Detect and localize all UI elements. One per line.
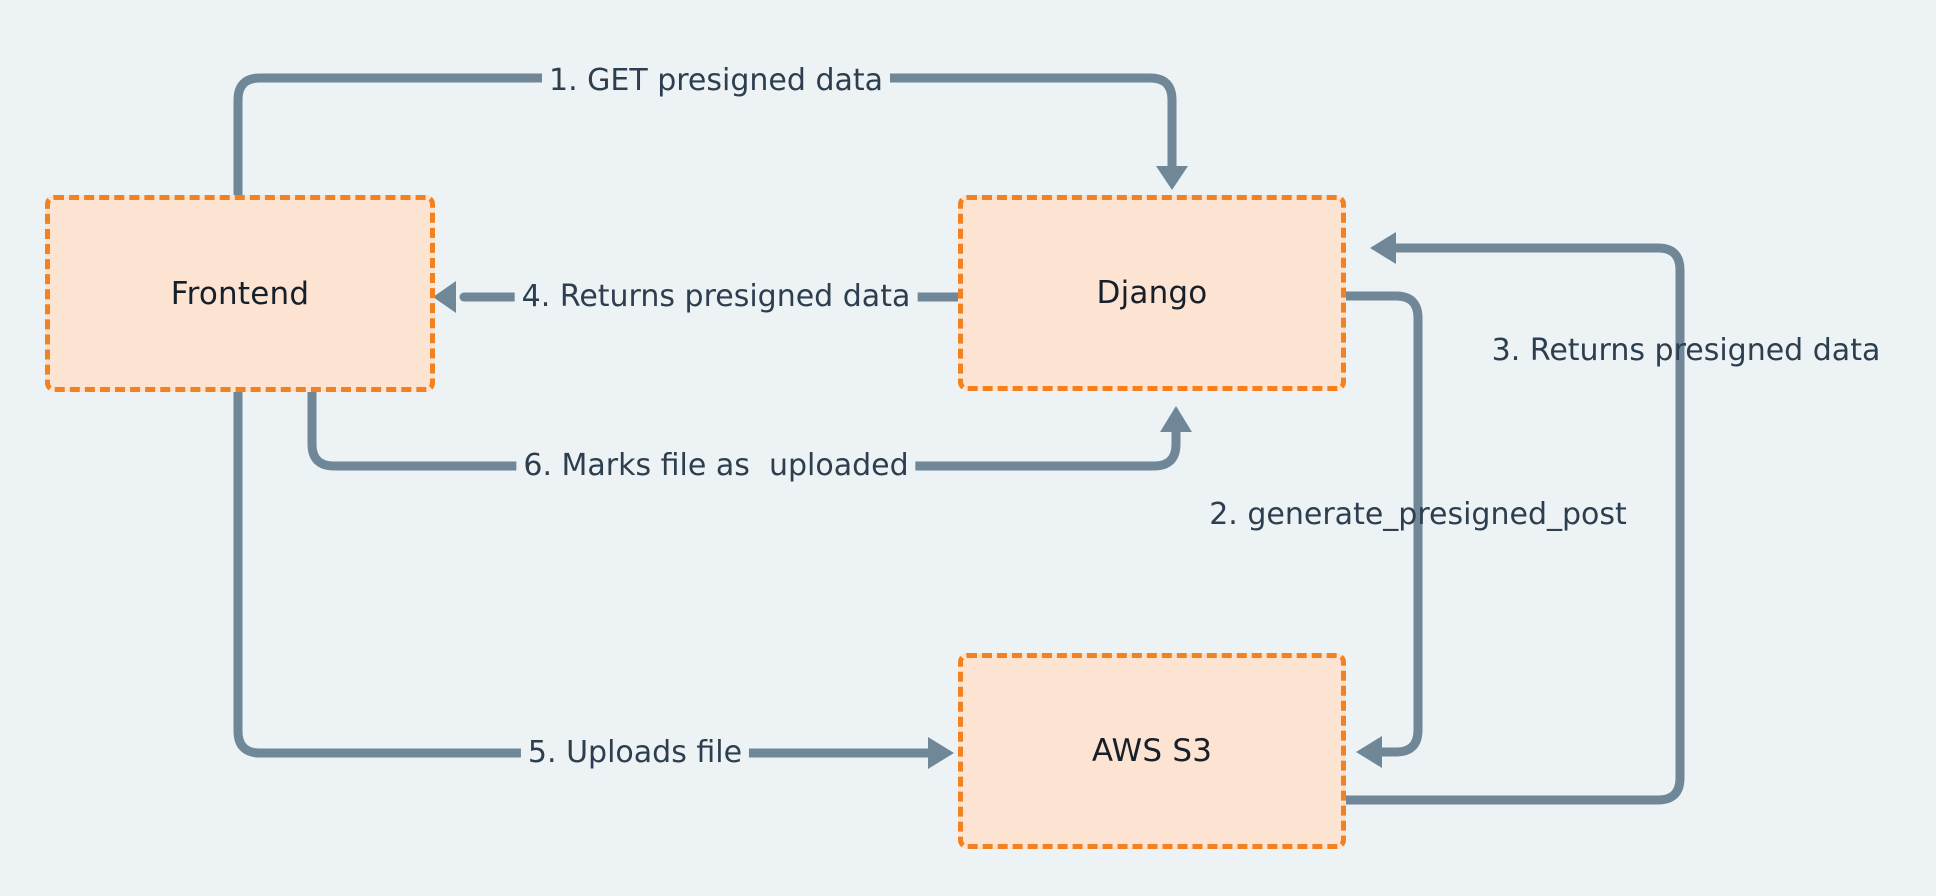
edge-label-step2: 2. generate_presigned_post xyxy=(1209,497,1627,532)
edge-label-step5: 5. Uploads file xyxy=(520,735,750,771)
node-frontend-label: Frontend xyxy=(170,275,310,312)
node-django[interactable]: Django xyxy=(958,195,1346,391)
edge-step2-path xyxy=(1341,291,1423,768)
edge-step5-path xyxy=(233,387,954,769)
edge-label-step1: 1. GET presigned data xyxy=(541,63,891,99)
edge-label-step6: 6. Marks file as uploaded xyxy=(516,448,916,484)
edge-step3-path xyxy=(1341,232,1685,805)
edge-label-step4: 4. Returns presigned data xyxy=(514,279,918,315)
node-aws-s3-label: AWS S3 xyxy=(1091,733,1213,769)
node-django-label: Django xyxy=(1096,275,1208,311)
edge-label-step3: 3. Returns presigned data xyxy=(1491,333,1881,368)
node-frontend[interactable]: Frontend xyxy=(45,195,435,392)
node-aws-s3[interactable]: AWS S3 xyxy=(958,653,1346,849)
